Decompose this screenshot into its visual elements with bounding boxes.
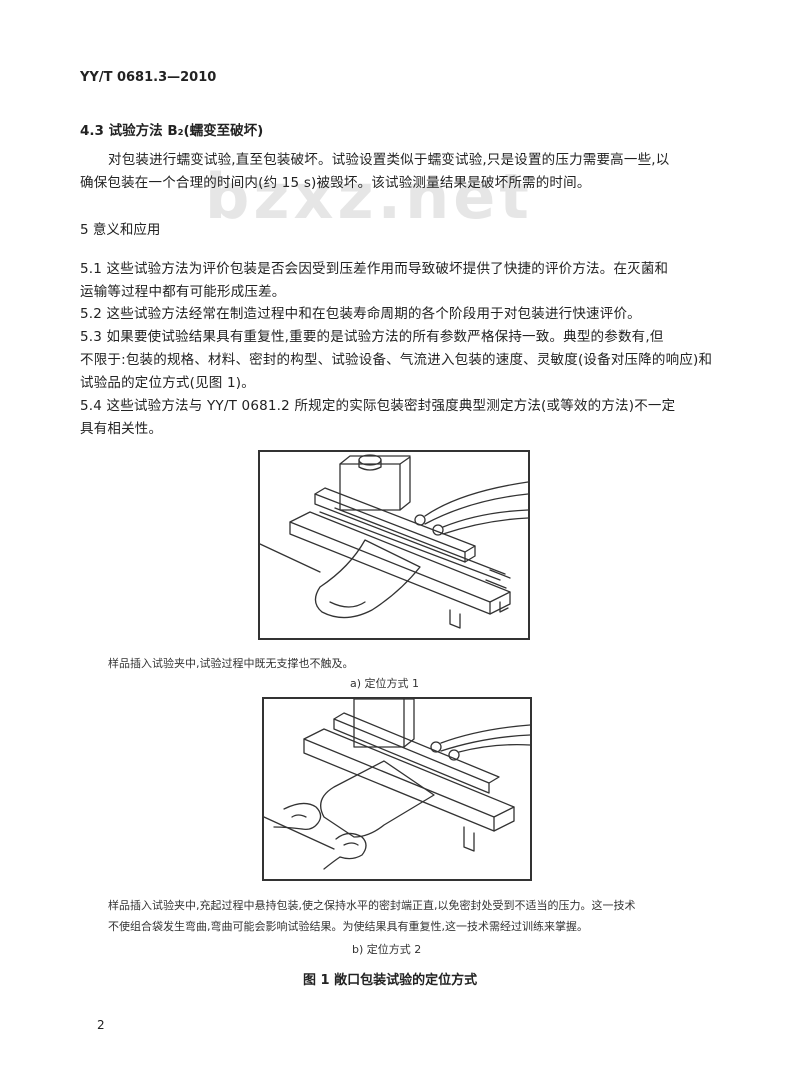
section-4-3-line-2: 确保包装在一个合理的时间内(约 15 s)被毁坏。该试验测量结果是破坏所需的时间…: [80, 175, 591, 191]
standard-id-header: YY/T 0681.3—2010: [80, 70, 217, 85]
para-5-1-line-2: 运输等过程中都有可能形成压差。: [80, 284, 286, 300]
figure-a-label: a) 定位方式 1: [350, 677, 420, 690]
section-4-3-heading: 4.3 试验方法 B₂(蠕变至破坏): [80, 123, 264, 139]
para-5-1-line-1: 5.1 这些试验方法为评价包装是否会因受到压差作用而导致破坏提供了快捷的评价方法…: [80, 261, 669, 277]
para-5-4-line-2: 具有相关性。: [80, 421, 163, 437]
para-5-3-line-1: 5.3 如果要使试验结果具有重复性,重要的是试验方法的所有参数严格保持一致。典型…: [80, 329, 664, 345]
watermark: bzxz.net: [205, 160, 533, 233]
figure-b-label: b) 定位方式 2: [352, 943, 422, 956]
para-5-4-line-1: 5.4 这些试验方法与 YY/T 0681.2 所规定的实际包装密封强度典型测定…: [80, 398, 676, 414]
figure-b-note-line-2: 不使组合袋发生弯曲,弯曲可能会影响试验结果。为使结果具有重复性,这一技术需经过训…: [108, 920, 588, 933]
figure-a-illustration: [258, 450, 530, 640]
para-5-3-line-3: 试验品的定位方式(见图 1)。: [80, 375, 255, 391]
para-5-3-line-2: 不限于:包装的规格、材料、密封的构型、试验设备、气流进入包装的速度、灵敏度(设备…: [80, 352, 713, 368]
figure-a-note: 样品插入试验夹中,试验过程中既无支撑也不触及。: [108, 657, 354, 670]
para-5-2-line-1: 5.2 这些试验方法经常在制造过程中和在包装寿命周期的各个阶段用于对包装进行快速…: [80, 306, 641, 322]
page-number: 2: [97, 1018, 105, 1032]
figure-b-note-line-1: 样品插入试验夹中,充起过程中悬持包装,使之保持水平的密封端正直,以免密封处受到不…: [108, 899, 636, 912]
section-4-3-line-1: 对包装进行蠕变试验,直至包装破坏。试验设置类似于蠕变试验,只是设置的压力需要高一…: [108, 152, 670, 168]
figure-b-drawing: [264, 699, 530, 870]
figure-b-illustration: [262, 697, 532, 881]
section-5-heading: 5 意义和应用: [80, 222, 161, 238]
figure-1-caption: 图 1 敞口包装试验的定位方式: [303, 973, 478, 988]
figure-a-drawing: [260, 454, 528, 629]
